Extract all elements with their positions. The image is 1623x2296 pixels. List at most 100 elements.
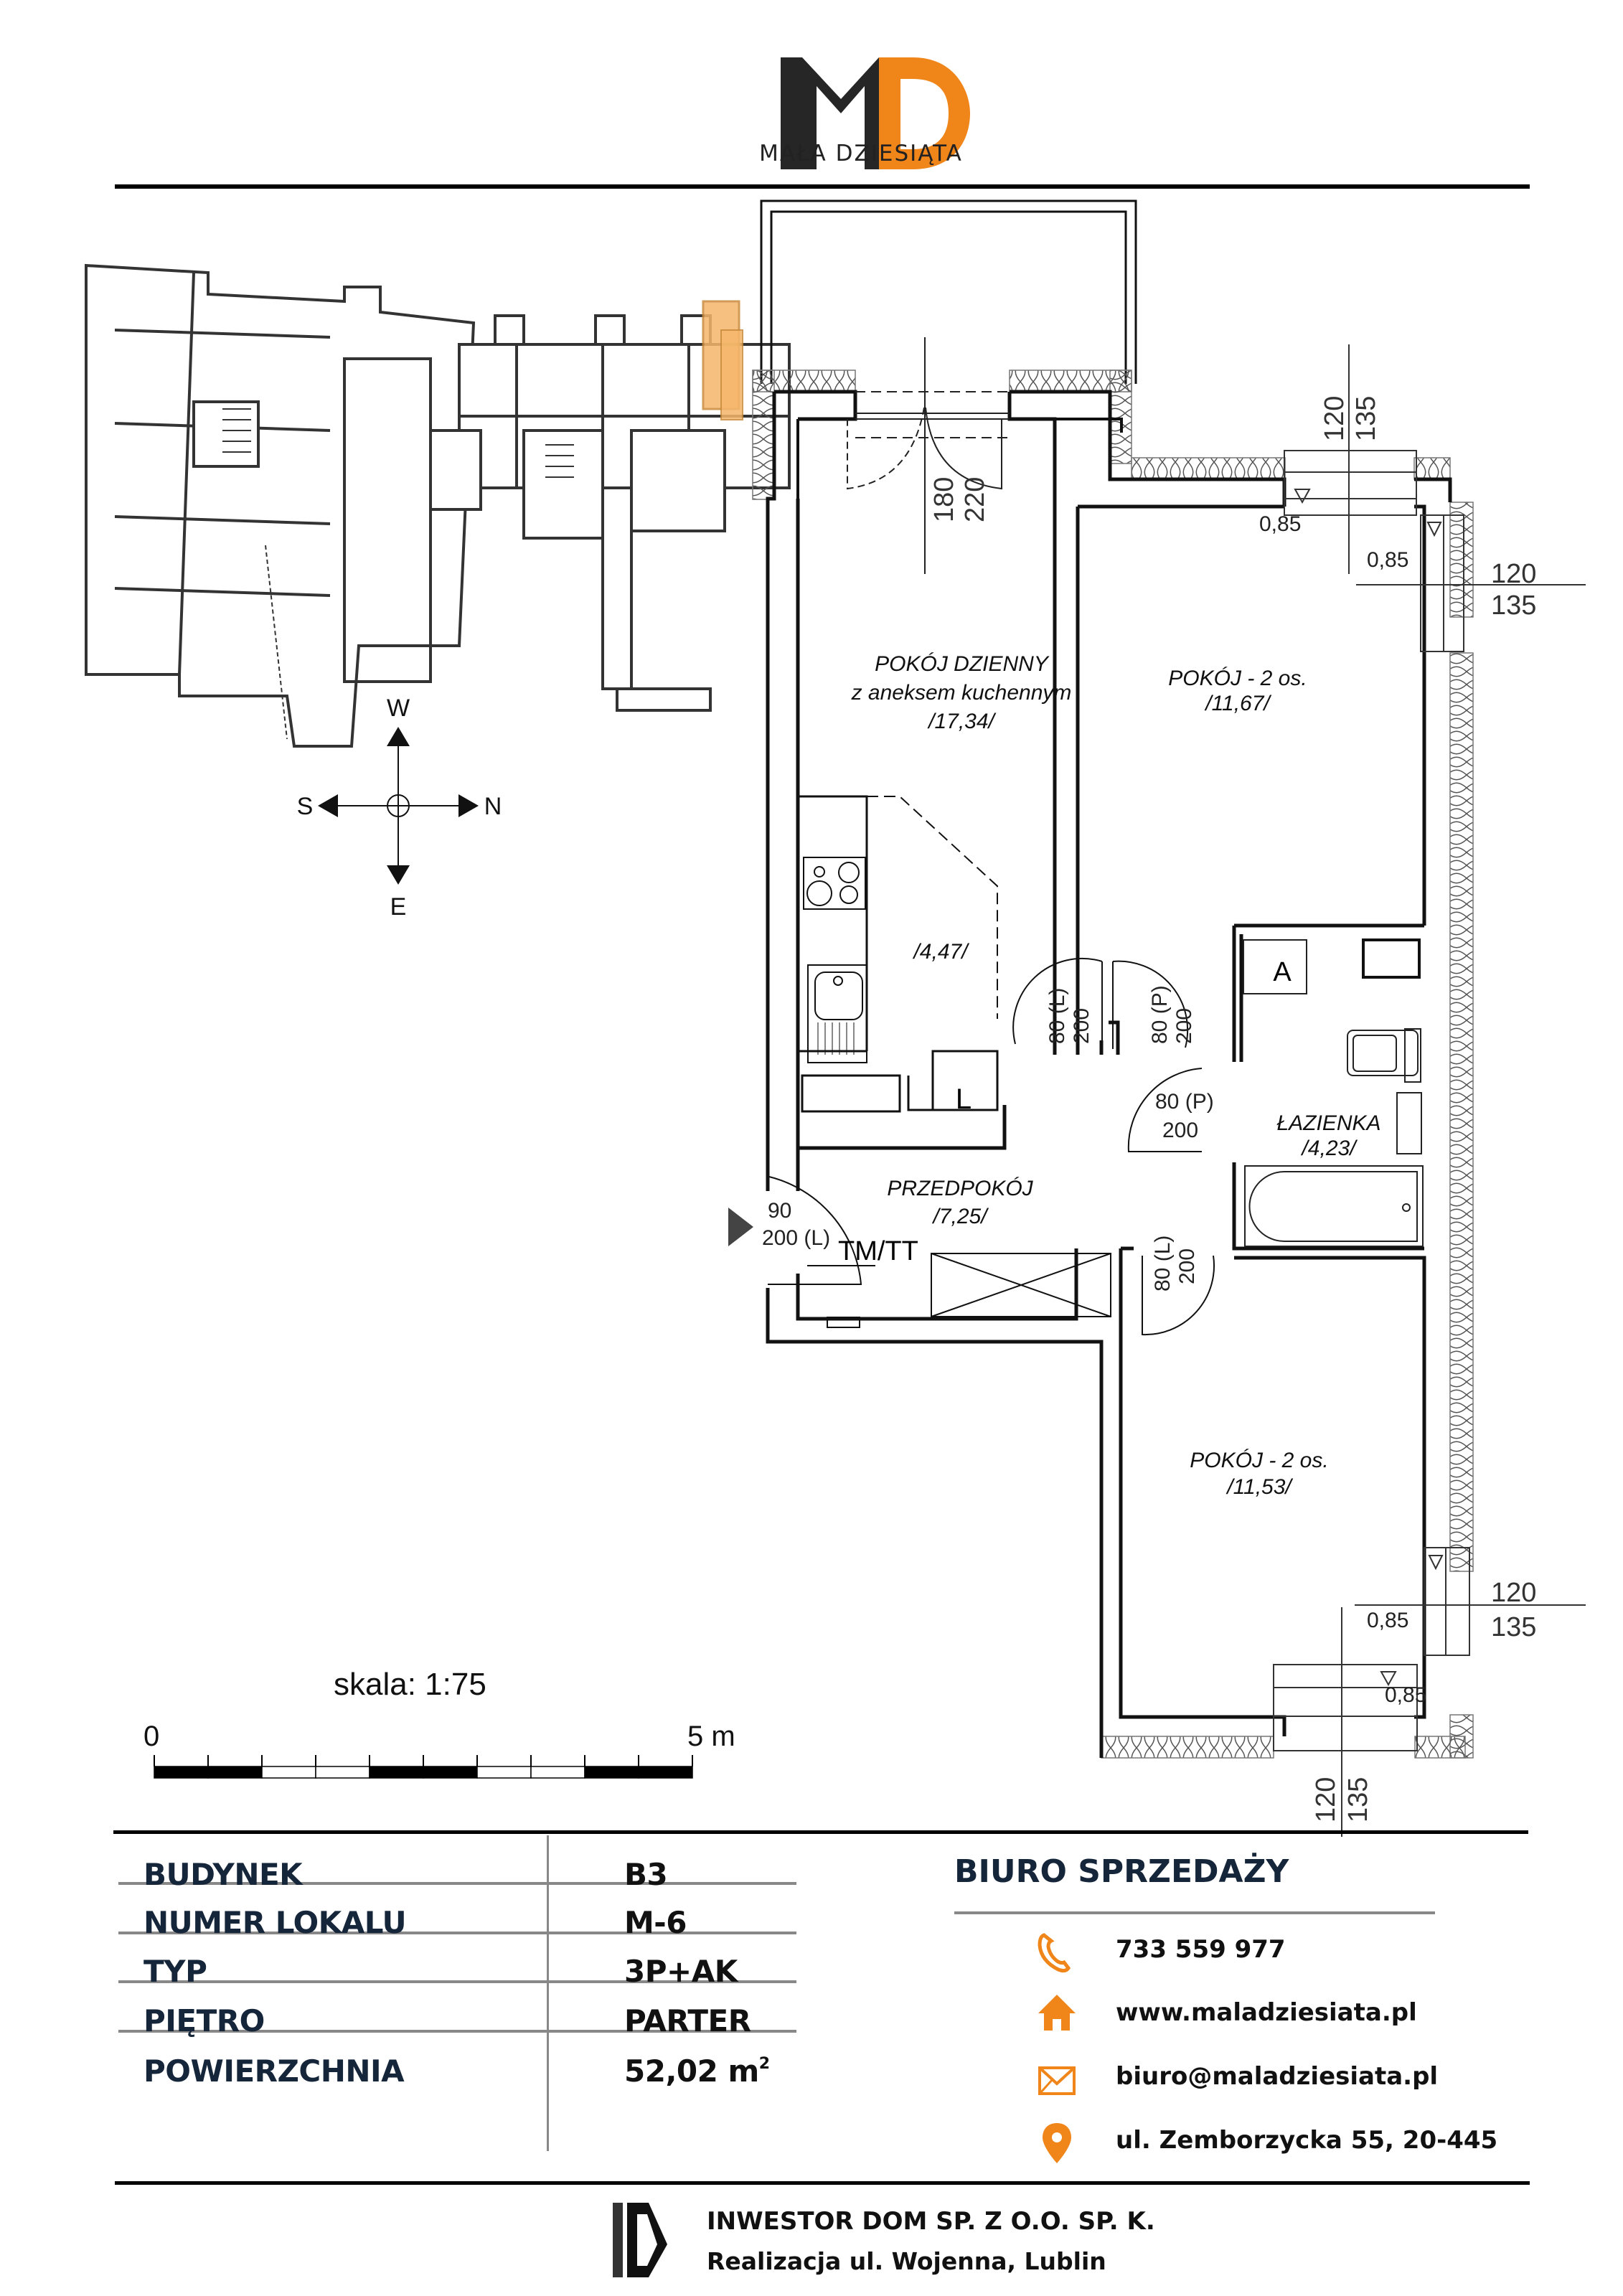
door-entry-width: 90 — [768, 1199, 791, 1223]
compass-arrow-down — [387, 865, 410, 885]
investor-logo — [613, 2203, 667, 2277]
table-row-divider — [118, 1932, 796, 1934]
table-top-divider — [113, 1830, 1528, 1834]
area-unit-superscript: 2 — [758, 2055, 770, 2073]
room-bedroom2-area: /11,53/ — [1226, 1475, 1293, 1499]
scale-segment — [207, 1766, 263, 1779]
door-room2-width: 80 (L) — [1151, 1236, 1175, 1292]
key-plan — [85, 263, 791, 748]
row-label-building: BUDYNEK — [144, 1857, 303, 1892]
logo-m-letter — [781, 57, 879, 169]
door-room1-width: 80 (P) — [1148, 985, 1172, 1044]
table-column-divider — [547, 1835, 549, 2151]
window-1-sill: 0,85 — [1259, 512, 1301, 536]
room-living-name: POKÓJ DZIENNY — [875, 652, 1050, 676]
door-room1-height: 200 — [1172, 1008, 1196, 1044]
phone-icon — [1038, 1933, 1071, 1973]
investor-name: INWESTOR DOM SP. Z O.O. SP. K. — [707, 2207, 1155, 2236]
table-row-divider — [118, 1882, 796, 1885]
balcony — [760, 199, 1137, 384]
row-value-unit-number: M-6 — [624, 1905, 687, 1940]
location-pin-icon — [1043, 2123, 1071, 2163]
window-3-bottom: 135 — [1491, 1612, 1536, 1642]
scale-start: 0 — [144, 1721, 159, 1752]
window-4-bottom: 135 — [1343, 1777, 1373, 1822]
room-kitchen-area: /4,47/ — [912, 940, 969, 964]
window-3 — [1355, 1547, 1586, 1656]
interior-doors — [768, 957, 1215, 1336]
window-3-sill: 0,85 — [1367, 1609, 1408, 1632]
brand-name: MAŁA DZIESIĄTA — [759, 141, 963, 166]
fridge-label: L — [956, 1083, 972, 1115]
insulation — [752, 370, 1474, 1759]
window-4 — [1273, 1607, 1418, 1837]
address-text: ul. Zemborzycka 55, 20-445 — [1116, 2126, 1498, 2155]
door-bath-height: 200 — [1162, 1119, 1198, 1142]
room-hall-name: PRZEDPOKÓJ — [887, 1177, 1033, 1200]
scale-segment — [476, 1766, 532, 1779]
compass-arrow-right — [458, 794, 479, 817]
brand-logo — [781, 57, 970, 169]
row-value-building: B3 — [624, 1857, 668, 1892]
window-1-bottom: 135 — [1351, 396, 1381, 441]
compass-n: N — [484, 793, 502, 820]
row-label-unit-number: NUMER LOKALU — [144, 1905, 407, 1940]
table-row-divider — [954, 1911, 1435, 1914]
scale-segment — [261, 1766, 316, 1779]
investor-project: Realizacja ul. Wojenna, Lublin — [707, 2247, 1106, 2275]
compass-rose: W E S N — [297, 695, 502, 921]
room-bedroom1-name: POKÓJ - 2 os. — [1168, 667, 1307, 690]
scale-bar: skala: 1:75 0 5 m — [144, 1667, 735, 1779]
scale-segment — [315, 1766, 370, 1779]
scale-end: 5 m — [687, 1721, 735, 1752]
room-hall-area: /7,25/ — [931, 1205, 989, 1228]
door-balcony-width: 180 — [929, 477, 959, 522]
table-row-divider — [118, 1980, 796, 1983]
scale-label: skala: 1:75 — [334, 1667, 486, 1702]
home-icon — [1038, 1995, 1076, 2031]
website-link[interactable]: www.maladziesiata.pl — [1116, 1998, 1417, 2027]
meter-label: TM/TT — [838, 1236, 918, 1266]
room-bedroom1-area: /11,67/ — [1204, 692, 1271, 715]
window-3-top: 120 — [1491, 1578, 1536, 1608]
scale-segment — [530, 1766, 585, 1779]
room-bath-area: /4,23/ — [1300, 1137, 1358, 1160]
mail-icon — [1038, 2066, 1076, 2095]
window-2 — [1356, 514, 1586, 652]
window-2-top: 120 — [1491, 559, 1536, 589]
door-balcony-height: 220 — [960, 477, 990, 522]
logo-d-letter — [879, 57, 970, 169]
bathroom-fixtures — [1243, 938, 1424, 1247]
walls — [766, 390, 1452, 1758]
compass-e: E — [390, 893, 407, 921]
window-2-bottom: 135 — [1491, 591, 1536, 621]
area-value: 52,02 m — [624, 2053, 759, 2089]
window-2-sill: 0,85 — [1367, 548, 1408, 572]
window-1 — [1284, 344, 1417, 574]
window-4-sill: 0,85 — [1385, 1683, 1426, 1707]
row-label-area: POWIERZCHNIA — [144, 2053, 405, 2089]
room-living-subtitle: z aneksem kuchennym — [851, 681, 1072, 705]
room-living-area: /17,34/ — [927, 710, 996, 733]
scale-segment — [369, 1766, 424, 1779]
email-link[interactable]: biuro@maladziesiata.pl — [1116, 2062, 1439, 2091]
row-value-area: 52,02 m2 — [624, 2053, 770, 2089]
table-bottom-divider — [115, 2181, 1530, 2185]
scale-segment — [154, 1766, 209, 1779]
entrance-arrow-icon — [728, 1208, 753, 1246]
compass-w: W — [387, 695, 410, 722]
balcony-door — [847, 337, 1010, 574]
header-divider — [115, 184, 1530, 189]
table-row-divider — [118, 2030, 796, 2033]
door-living-width: 80 (L) — [1045, 988, 1069, 1044]
window-4-top: 120 — [1311, 1777, 1341, 1822]
phone-link[interactable]: 733 559 977 — [1116, 1935, 1286, 1964]
sales-office-title: BIURO SPRZEDAŻY — [954, 1853, 1289, 1890]
scale-segment — [638, 1766, 693, 1779]
door-living-height: 200 — [1070, 1008, 1093, 1044]
row-label-type: TYP — [144, 1954, 207, 1989]
window-1-top: 120 — [1319, 396, 1350, 441]
row-value-type: 3P+AK — [624, 1954, 738, 1989]
compass-arrow-up — [387, 727, 410, 746]
room-bath-name: ŁAZIENKA — [1276, 1111, 1380, 1135]
